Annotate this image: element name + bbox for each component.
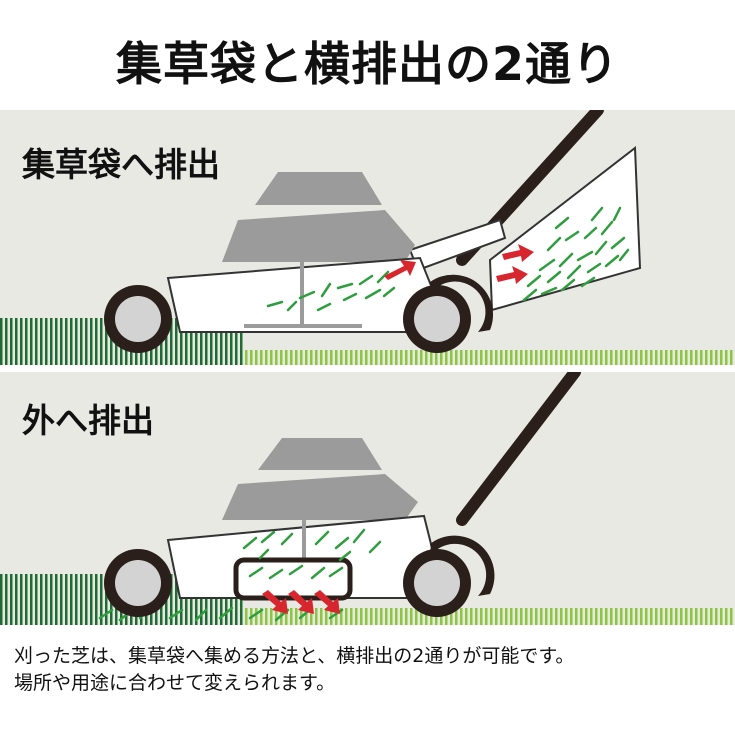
cut-grass	[245, 608, 735, 625]
side-discharge-panel: 外へ排出	[0, 372, 735, 625]
rear-wheel-icon	[403, 274, 494, 353]
arrow-icon	[384, 244, 534, 284]
engine-body	[222, 474, 418, 520]
rear-wheel-icon	[403, 535, 495, 617]
panel-label-side: 外へ排出	[22, 401, 154, 440]
bag-mower-illustration	[0, 110, 735, 365]
front-wheel-icon	[104, 285, 172, 353]
cut-grass	[245, 350, 735, 365]
panel-label-bag: 集草袋へ排出	[22, 145, 220, 184]
caption-line-2: 場所や用途に合わせて変えられます。	[14, 672, 336, 694]
caption: 刈った芝は、集草袋へ集める方法と、横排出の2通りが可能です。 場所や用途に合わせ…	[14, 643, 729, 697]
arrow-icon	[262, 590, 340, 614]
grass-clippings-bag	[522, 206, 630, 302]
engine-top	[255, 172, 382, 205]
engine-body	[222, 210, 415, 262]
side-discharge-mower-illustration	[0, 372, 735, 625]
mower-handle	[456, 372, 581, 526]
grass-clippings-deck	[242, 528, 382, 580]
engine-top	[258, 438, 382, 470]
grass-clippings-deck	[266, 270, 396, 312]
page-title: 集草袋と横排出の2通り	[115, 37, 619, 91]
bag-collection-panel: 集草袋へ排出	[0, 110, 735, 365]
front-wheel-icon	[104, 549, 172, 617]
grass-bag	[488, 146, 642, 312]
caption-line-1: 刈った芝は、集草袋へ集める方法と、横排出の2通りが可能です。	[14, 645, 575, 667]
